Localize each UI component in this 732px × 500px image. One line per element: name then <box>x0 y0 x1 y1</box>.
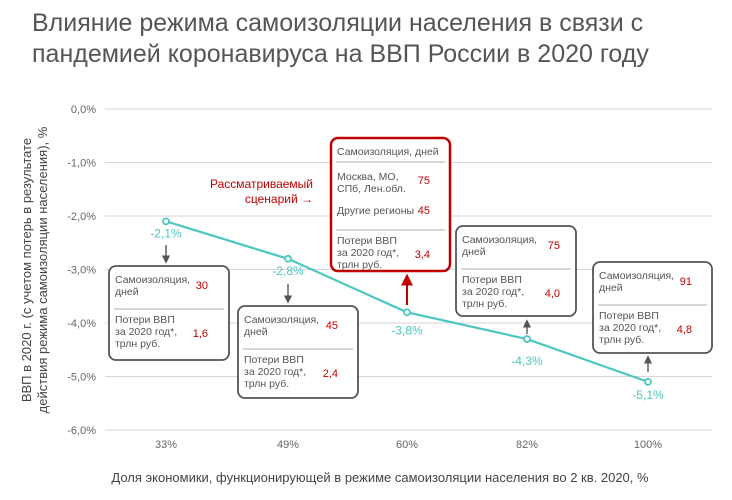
y-tick-label: -4,0% <box>67 318 96 330</box>
x-tick-label: 100% <box>634 439 662 451</box>
x-tick-label: 82% <box>516 439 538 451</box>
callout-loss-value: 3,4 <box>415 249 430 261</box>
callout-days-value: 30 <box>196 280 208 292</box>
callout-label: за 2020 год*, <box>244 366 306 378</box>
x-tick-label: 33% <box>155 439 177 451</box>
y-tick-label: -3,0% <box>67 265 96 277</box>
x-tick-label: 60% <box>396 439 418 451</box>
callout-region-label: Другие регионы <box>337 205 414 217</box>
y-axis-label-group: ВВП в 2020 г. (с учетом потерь в результ… <box>19 126 50 413</box>
callout-label: трлн руб. <box>337 259 382 271</box>
y-tick-label: -5,0% <box>67 372 96 384</box>
callout-days-value: 45 <box>326 320 338 332</box>
callout-label: Самоизоляция, <box>115 274 190 286</box>
callout-label: за 2020 год*, <box>599 322 661 334</box>
y-tick-labels: 0,0% -1,0% -2,0% -3,0% -4,0% -5,0% -6,0% <box>67 104 96 437</box>
data-point <box>403 308 411 317</box>
callout-label: Самоизоляция, <box>599 270 674 282</box>
callout-label: Потери ВВП <box>244 354 304 366</box>
callout-label: Потери ВВП <box>115 314 175 326</box>
data-label: -3,8% <box>391 323 423 337</box>
y-axis-label-line: действия режима самоизоляции населения),… <box>35 126 50 413</box>
callout-label: за 2020 год*, <box>115 326 177 338</box>
callout-box <box>237 305 359 399</box>
callout-label: Самоизоляция, <box>462 234 537 246</box>
callout-label: Потери ВВП <box>462 274 522 286</box>
callout-label: Самоизоляция, дней <box>337 146 439 158</box>
scenario-label-line: Рассматриваемый <box>210 177 313 191</box>
callout-loss-value: 4,0 <box>545 288 560 300</box>
y-tick-label: -2,0% <box>67 211 96 223</box>
callout-label: трлн руб. <box>244 378 289 390</box>
callout-days-value: 91 <box>680 276 692 288</box>
callout-label: Потери ВВП <box>337 235 397 247</box>
callout-label: дней <box>244 326 268 338</box>
scenario-label-line: сценарий → <box>245 192 313 206</box>
callout-label: дней <box>462 246 486 258</box>
callout-loss-value: 4,8 <box>677 324 692 336</box>
callout-box <box>329 136 452 273</box>
callout-box <box>455 225 577 317</box>
data-point <box>644 377 652 386</box>
callout-label: за 2020 год*, <box>337 247 399 259</box>
value-labels: -2,1% -2,8% -3,8% -4,3% -5,1% <box>150 226 664 402</box>
callout-loss-value: 2,4 <box>323 368 338 380</box>
callout-label: дней <box>599 282 623 294</box>
callout-loss-value: 1,6 <box>193 328 208 340</box>
callout-box <box>108 265 230 361</box>
data-label: -2,8% <box>272 264 304 278</box>
data-point <box>523 335 531 343</box>
y-tick-label: 0,0% <box>71 104 96 116</box>
callout-label: трлн руб. <box>599 334 644 346</box>
callout-days-value: 75 <box>418 175 430 187</box>
series-line <box>162 217 652 386</box>
x-tick-labels: 33% 49% 60% 82% 100% <box>155 439 662 451</box>
x-axis-label: Доля экономики, функционирующей в режиме… <box>111 470 649 485</box>
y-axis-label: ВВП в 2020 г. (с учетом потерь в результ… <box>19 126 50 413</box>
data-point <box>284 254 292 263</box>
x-tick-label: 49% <box>277 439 299 451</box>
callout-label: дней <box>115 286 139 298</box>
callout-label: трлн руб. <box>462 298 507 310</box>
callout-label: трлн руб. <box>115 338 160 350</box>
callout-region-label: Москва, МО, <box>337 171 399 183</box>
data-label: -4,3% <box>511 354 543 368</box>
callout-label: за 2020 год*, <box>462 286 524 298</box>
data-label: -5,1% <box>632 388 664 402</box>
y-tick-label: -1,0% <box>67 158 96 170</box>
y-axis-label-line: ВВП в 2020 г. (с учетом потерь в результ… <box>19 138 34 402</box>
callout-days-value: 75 <box>548 240 560 252</box>
chart-title: Влияние режима самоизоляции населения в … <box>32 9 649 68</box>
callout-region-label: СПб, Лен.обл. <box>337 183 406 195</box>
y-tick-label: -6,0% <box>67 425 96 437</box>
data-label: -2,1% <box>150 226 182 240</box>
callout-label: Потери ВВП <box>599 310 659 322</box>
callout-label: Самоизоляция, <box>244 314 319 326</box>
data-point <box>162 217 170 226</box>
callout-days-value: 45 <box>418 205 430 217</box>
callout-box <box>592 261 713 354</box>
